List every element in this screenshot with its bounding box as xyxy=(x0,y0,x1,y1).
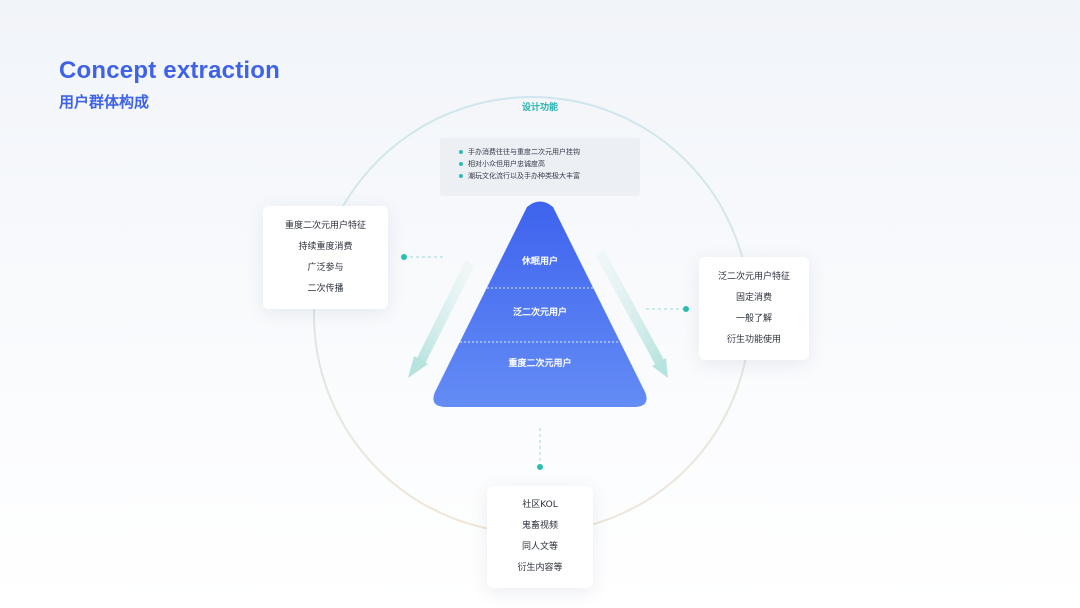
page-title: Concept extraction xyxy=(59,57,280,84)
feature-text: 手办消费往往与重度二次元用户挂钩 xyxy=(468,148,580,156)
pyramid-tier-bottom: 重度二次元用户 xyxy=(508,359,572,369)
left-connector-dot xyxy=(401,254,407,260)
pyramid-tier-top: 休眠用户 xyxy=(521,257,558,267)
feature-item: 潮玩文化流行以及手办种类极大丰富 xyxy=(459,170,640,182)
bullet-icon xyxy=(459,174,463,178)
card-line: 固定消费 xyxy=(735,292,772,303)
circle-label: 设计功能 xyxy=(521,103,558,113)
card-line: 社区KOL xyxy=(522,500,558,510)
card-line: 二次传播 xyxy=(307,283,344,294)
right-connector-dot xyxy=(683,306,689,312)
bottom-connector-dot xyxy=(537,464,543,470)
pyramid-tier-middle: 泛二次元用户 xyxy=(512,308,567,318)
feature-item: 相对小众但用户忠诚度高 xyxy=(459,158,640,170)
left-flow-arrow xyxy=(408,260,474,378)
card-content: 社区KOL 鬼畜视频 同人文等 衍生内容等 xyxy=(487,486,593,588)
card-line: 广泛参与 xyxy=(307,262,344,273)
card-line: 泛二次元用户特征 xyxy=(717,271,790,282)
card-line: 一般了解 xyxy=(735,313,772,324)
feature-box: 手办消费往往与重度二次元用户挂钩 相对小众但用户忠诚度高 潮玩文化流行以及手办种… xyxy=(440,138,640,196)
card-line: 重度二次元用户特征 xyxy=(284,220,366,231)
card-line: 鬼畜视频 xyxy=(521,521,558,531)
card-line: 衍生功能使用 xyxy=(726,334,781,345)
card-heavy-users: 重度二次元用户特征 持续重度消费 广泛参与 二次传播 xyxy=(263,206,388,309)
bullet-icon xyxy=(459,150,463,154)
card-line: 衍生内容等 xyxy=(517,563,563,573)
card-line: 持续重度消费 xyxy=(298,241,353,252)
bullet-icon xyxy=(459,162,463,166)
feature-item: 手办消费往往与重度二次元用户挂钩 xyxy=(459,146,640,158)
feature-text: 潮玩文化流行以及手办种类极大丰富 xyxy=(468,172,580,180)
page-subtitle: 用户群体构成 xyxy=(59,93,150,111)
right-flow-arrow xyxy=(596,250,668,378)
card-general-users: 泛二次元用户特征 固定消费 一般了解 衍生功能使用 xyxy=(699,257,809,360)
card-line: 同人文等 xyxy=(521,542,558,552)
pyramid-shape xyxy=(433,201,647,407)
feature-text: 相对小众但用户忠诚度高 xyxy=(468,160,545,168)
